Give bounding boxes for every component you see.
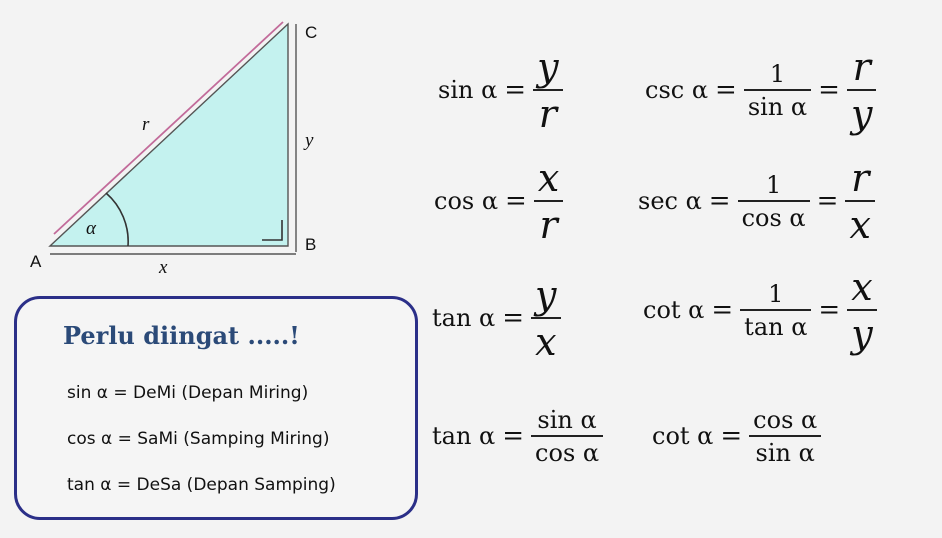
formula-tan-eq: = [502, 303, 525, 334]
formula-tan2-fraction: sin α cos α [531, 406, 604, 467]
formula-sec-num2: r [851, 156, 870, 200]
formula-cot-ratio: cot α = cos α sin α [652, 406, 822, 467]
formula-cos-eq: = [505, 186, 527, 217]
formula-cos-lhs: cos α [434, 187, 499, 216]
formula-tan: tan α = y x [432, 276, 561, 361]
fraction-bar [737, 200, 810, 202]
formula-cot2-lhs: cot α [652, 422, 714, 451]
formula-sin-lhs: sin α [438, 76, 498, 105]
formula-cot-fraction1: 1 tan α [740, 280, 812, 341]
fraction-bar [531, 317, 561, 319]
formula-cot-lhs: cot α [643, 296, 705, 325]
formula-tan-lhs: tan α [432, 304, 496, 333]
formula-csc-eq: = [715, 75, 737, 106]
formula-sec-den2: x [849, 202, 871, 247]
vertex-c-label: C [305, 23, 317, 42]
formula-tan2-eq: = [502, 421, 525, 452]
reminder-line-cos: cos α = SaMi (Samping Miring) [67, 429, 330, 449]
reminder-box: Perlu diingat .....! sin α = DeMi (Depan… [14, 296, 418, 520]
fraction-bar [749, 435, 822, 437]
right-triangle: A B C r y x α [30, 21, 317, 278]
fraction-bar [533, 200, 564, 202]
formula-cot-fraction2: x y [847, 265, 877, 356]
formula-csc-den1: sin α [747, 92, 808, 121]
formula-csc: csc α = 1 sin α = r y [645, 45, 877, 136]
formula-sin: sin α = y r [438, 48, 563, 133]
fraction-bar [847, 309, 877, 311]
formula-cot-den1: tan α [744, 312, 808, 341]
formula-cos: cos α = x r [434, 156, 564, 247]
fraction-bar [846, 89, 877, 91]
triangle-shape [48, 22, 289, 247]
formula-cot-eq: = [711, 295, 734, 326]
hypotenuse-line [53, 21, 284, 235]
formula-tan-den: x [535, 319, 557, 364]
formula-cot2-fraction: cos α sin α [749, 406, 822, 467]
formula-cot: cot α = 1 tan α = x y [643, 268, 877, 353]
vertical-side-label: y [303, 130, 314, 151]
angle-label: α [86, 218, 97, 239]
fraction-bar [845, 200, 875, 202]
formula-tan2-num: sin α [537, 406, 597, 434]
formula-tan2-lhs: tan α [432, 422, 496, 451]
fraction-bar [531, 435, 604, 437]
horizontal-side-label: x [158, 257, 168, 278]
formula-sec-eq2: = [816, 186, 839, 217]
formula-cot2-den: sin α [755, 438, 815, 467]
formula-sin-fraction: y r [533, 45, 563, 136]
reminder-line-tan: tan α = DeSa (Depan Samping) [67, 475, 336, 495]
formula-cot-eq2: = [818, 295, 841, 326]
formula-sec-fraction1: 1 cos α [737, 171, 810, 232]
formula-csc-num2: r [852, 45, 871, 89]
formula-sin-num: y [537, 45, 559, 89]
formula-csc-num1: 1 [769, 60, 786, 88]
formula-sin-eq: = [504, 75, 527, 106]
hypotenuse-label: r [142, 114, 150, 135]
vertex-b-label: B [305, 235, 316, 254]
formula-tan-fraction: y x [531, 273, 561, 364]
formula-sec-fraction2: r x [845, 156, 875, 247]
formula-csc-lhs: csc α [645, 76, 709, 105]
formula-sin-den: r [538, 91, 557, 136]
formula-tan-ratio: tan α = sin α cos α [432, 406, 604, 467]
formula-cos-den: r [539, 202, 558, 247]
vertex-a-label: A [30, 252, 42, 271]
formula-csc-den2: y [850, 91, 873, 136]
reminder-title: Perlu diingat .....! [63, 321, 300, 350]
formula-tan2-den: cos α [535, 438, 600, 467]
formula-cos-num: x [537, 156, 560, 200]
reminder-line-sin: sin α = DeMi (Depan Miring) [67, 383, 309, 403]
formula-csc-eq2: = [818, 75, 840, 106]
formula-cot-num1: 1 [768, 280, 784, 308]
formula-cot2-num: cos α [753, 406, 818, 434]
formula-csc-fraction2: r y [846, 45, 877, 136]
fraction-bar [743, 89, 812, 91]
fraction-bar [533, 89, 563, 91]
formula-cot-den2: y [851, 311, 873, 356]
formula-sec: sec α = 1 cos α = r x [638, 159, 875, 244]
angle-arc [105, 192, 129, 247]
formula-csc-fraction1: 1 sin α [743, 60, 812, 121]
formula-tan-num: y [535, 273, 557, 317]
formula-sec-num1: 1 [765, 171, 782, 199]
right-angle-marker [262, 220, 283, 241]
formula-sec-eq: = [708, 186, 731, 217]
formula-sec-den1: cos α [741, 203, 806, 232]
formula-cot2-eq: = [720, 421, 743, 452]
formula-sec-lhs: sec α [638, 187, 702, 216]
formula-cos-fraction: x r [533, 156, 564, 247]
formula-cot-num2: x [851, 265, 873, 309]
fraction-bar [740, 309, 812, 311]
